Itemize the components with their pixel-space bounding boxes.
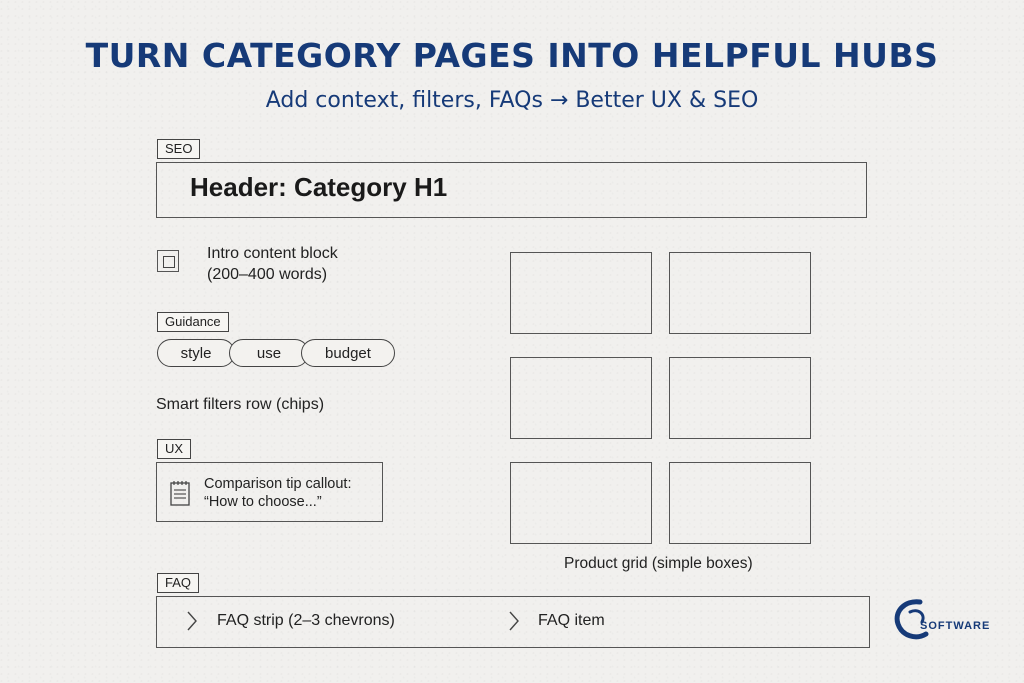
product-card[interactable] [510,252,652,334]
product-card[interactable] [669,357,811,439]
page-subtitle: Add context, filters, FAQs → Better UX &… [265,88,759,113]
callout-line-1: Comparison tip callout: [204,476,352,492]
intro-line-1: Intro content block [207,245,338,262]
ux-tag: UX [157,439,192,459]
product-card[interactable] [510,357,652,439]
faq-strip [156,596,870,648]
callout-line-2: “How to choose...” [204,494,322,510]
product-card[interactable] [669,252,811,334]
faq-item-1[interactable]: FAQ strip (2–3 chevrons) [217,612,395,629]
product-card[interactable] [669,462,811,544]
faq-item-2[interactable]: FAQ item [538,612,605,629]
comparison-callout-box [156,462,383,522]
logo-wordmark: SOFTWARE [920,620,991,632]
category-h1-block [156,162,867,218]
guidance-tag: Guidance [157,312,229,332]
comparison-callout-text: Comparison tip callout: “How to choose..… [204,475,352,511]
intro-content-block: Intro content block (200–400 words) [207,243,338,285]
chip-budget[interactable]: budget [301,339,395,367]
chip-use[interactable]: use [229,339,309,367]
chevron-right-icon[interactable] [186,610,198,632]
faq-tag: FAQ [157,573,200,593]
swirl-logo-icon [894,599,929,640]
seo-tag: SEO [157,139,201,159]
notepad-icon [170,481,190,506]
chevron-right-icon[interactable] [508,610,520,632]
square-icon [157,250,179,272]
chip-style[interactable]: style [157,339,235,367]
intro-line-2: (200–400 words) [207,266,328,283]
smart-filters-label: Smart filters row (chips) [156,396,325,413]
product-card[interactable] [510,462,652,544]
category-h1-label: Header: Category H1 [190,172,448,202]
product-grid-label: Product grid (simple boxes) [564,555,753,572]
page-title: TURN CATEGORY PAGES INTO HELPFUL HUBS [85,36,939,75]
